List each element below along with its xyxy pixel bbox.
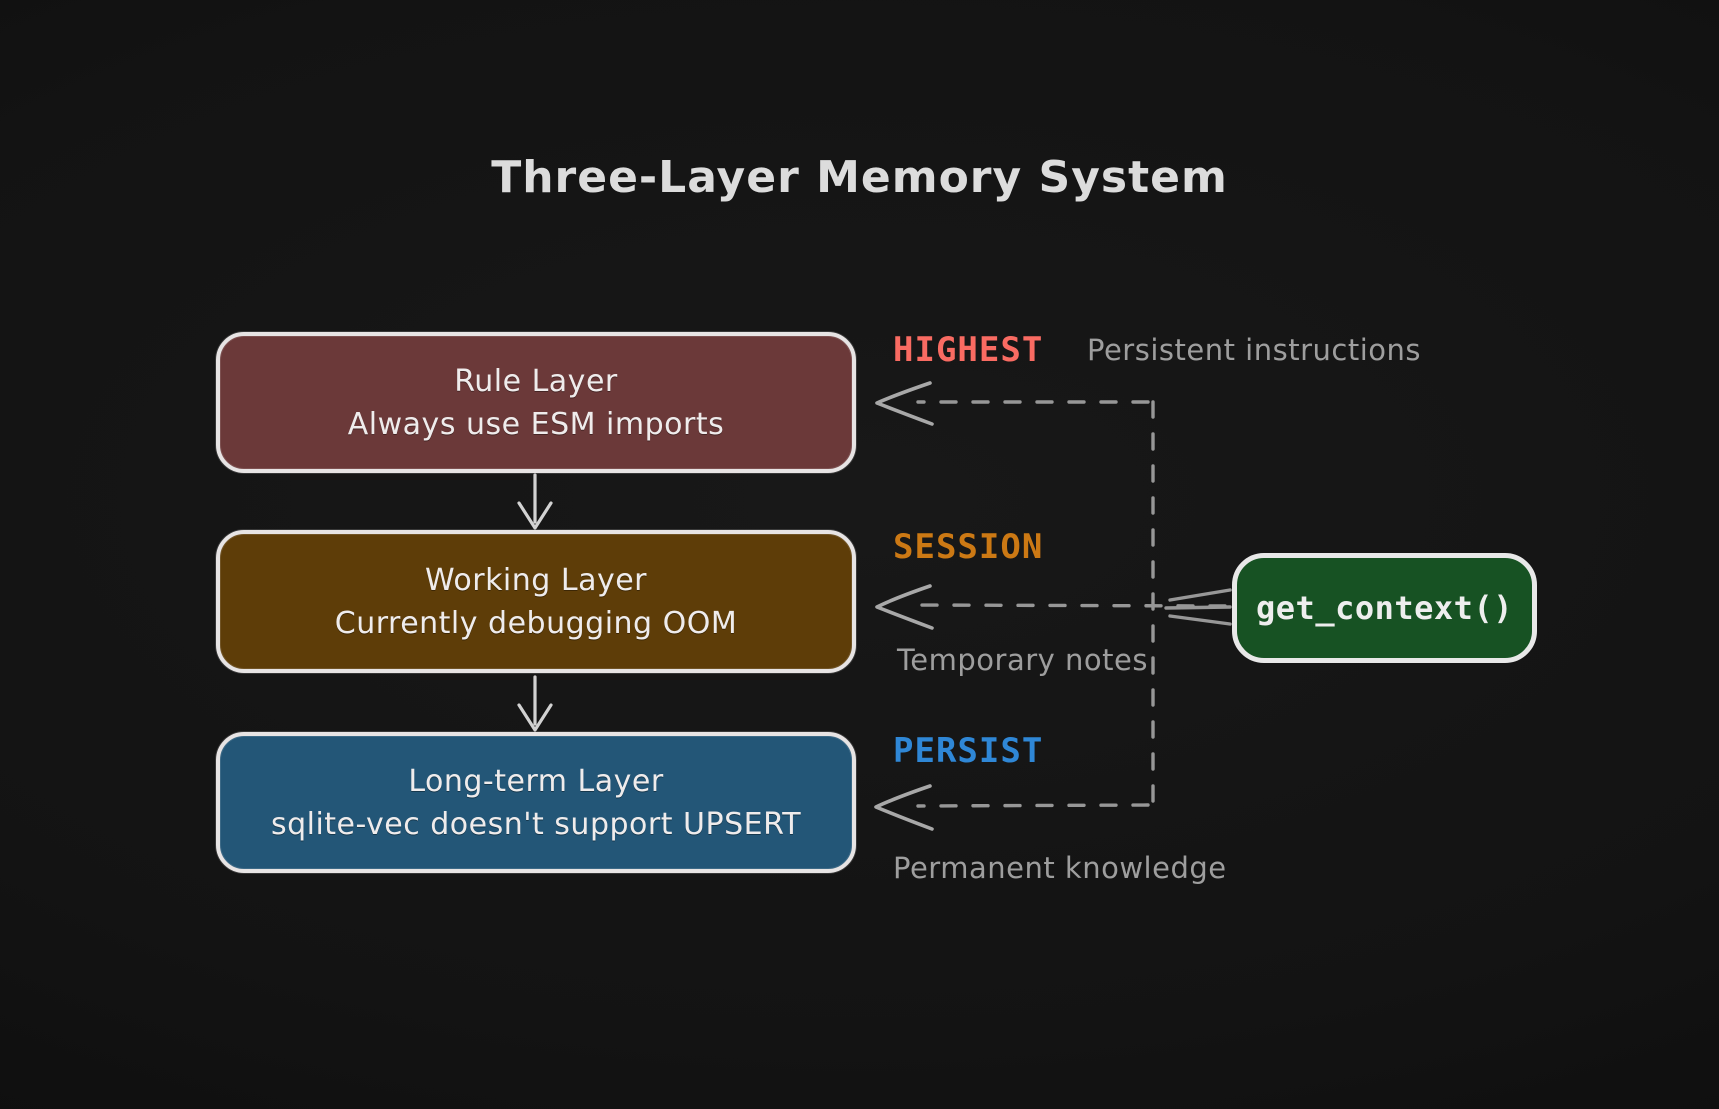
chevron-arrowhead-session	[875, 584, 934, 630]
flow-arrowhead-working-to-longterm	[517, 703, 553, 732]
chevron-arrowhead-highest	[875, 381, 934, 426]
get-context-label: get_context()	[1256, 589, 1513, 627]
tag-session: SESSION	[893, 527, 1044, 567]
rule-layer-title: Rule Layer	[454, 363, 618, 399]
dashed-branch-persist	[916, 803, 1150, 808]
chevron-arrowhead-persist	[874, 784, 934, 831]
fan-stroke-middle	[1164, 605, 1232, 610]
diagram-title: Three-Layer Memory System	[491, 152, 1228, 203]
working-layer-box: Working Layer Currently debugging OOM	[216, 530, 856, 673]
rule-layer-box: Rule Layer Always use ESM imports	[216, 332, 856, 473]
tag-persist: PERSIST	[893, 731, 1044, 771]
note-permanent-knowledge: Permanent knowledge	[893, 851, 1227, 885]
working-layer-title: Working Layer	[424, 562, 648, 598]
note-temporary-notes: Temporary notes	[897, 643, 1148, 677]
flow-arrowhead-rule-to-working	[517, 501, 553, 530]
note-persistent-instructions: Persistent instructions	[1087, 333, 1421, 367]
longterm-layer-box: Long-term Layer sqlite-vec doesn't suppo…	[216, 732, 856, 873]
fan-stroke-top	[1168, 588, 1232, 602]
longterm-layer-title: Long-term Layer	[408, 763, 664, 799]
fan-stroke-bottom	[1168, 614, 1232, 626]
rule-layer-subtitle: Always use ESM imports	[347, 406, 725, 442]
dashed-branch-session	[916, 603, 1227, 608]
working-layer-subtitle: Currently debugging OOM	[334, 605, 738, 641]
get-context-node: get_context()	[1232, 553, 1537, 663]
longterm-layer-subtitle: sqlite-vec doesn't support UPSERT	[270, 806, 802, 842]
tag-highest: HIGHEST	[893, 330, 1044, 370]
